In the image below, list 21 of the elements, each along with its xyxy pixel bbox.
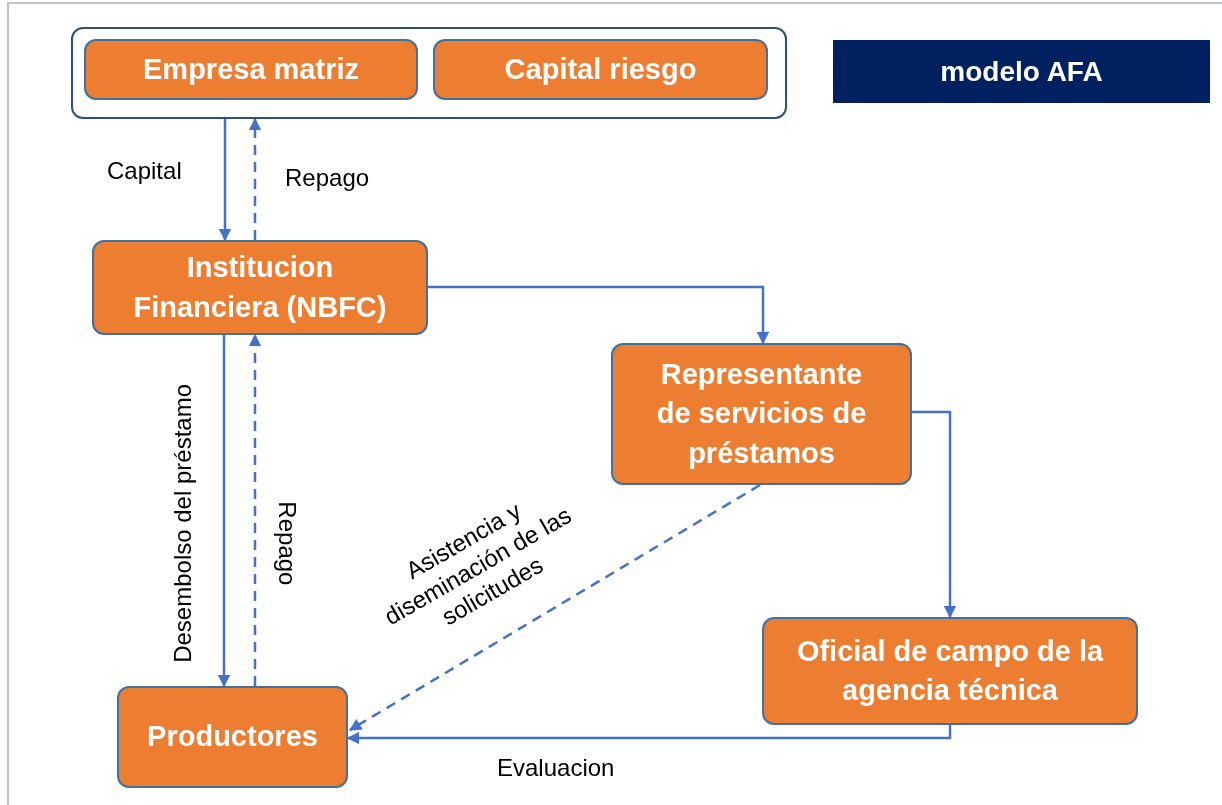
process-box: Empresa matriz	[84, 39, 418, 100]
arrow	[217, 335, 231, 688]
process-box: Oficial de campo de la agencia técnica	[762, 617, 1138, 725]
process-box: Representante de servicios de préstamos	[611, 343, 912, 485]
arrow	[248, 117, 262, 240]
edge-label: Repago	[285, 164, 370, 193]
process-box: Productores	[117, 686, 348, 788]
title-banner: modelo AFA	[833, 40, 1210, 103]
process-box: Institucion Financiera (NBFC)	[92, 240, 428, 335]
arrow	[348, 483, 761, 732]
edge-label: Capital	[107, 157, 182, 186]
edge-label: Repago	[273, 500, 302, 585]
group-box	[71, 27, 787, 119]
edge-label: Evaluacion	[497, 754, 615, 783]
edge-label: Desembolso del préstamo	[168, 383, 197, 663]
arrow	[248, 333, 262, 686]
arrow	[428, 285, 770, 345]
arrow	[346, 725, 952, 745]
arrow	[218, 119, 232, 242]
process-box: Capital riesgo	[433, 39, 768, 100]
arrow	[912, 410, 957, 619]
